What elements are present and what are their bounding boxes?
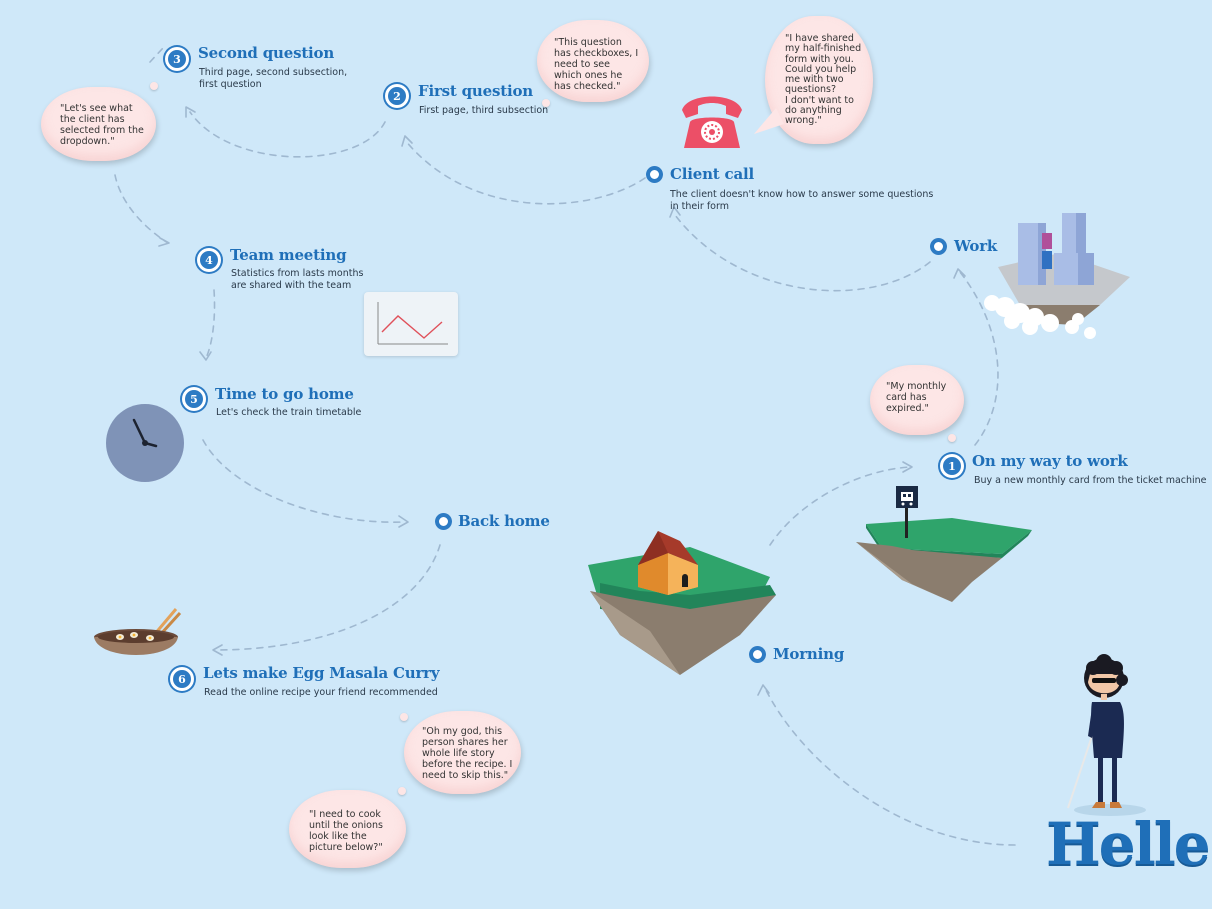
- step-badge-4: 4: [197, 248, 221, 272]
- bubble-line: whole life story: [422, 748, 495, 759]
- bubble-tail: [542, 99, 550, 107]
- bubble-tail: [948, 434, 956, 442]
- bubble-monthly-card: "My monthly card has expired.": [870, 365, 964, 435]
- bubble-line: need to see: [554, 59, 610, 70]
- bubble-checkboxes: "This question has checkboxes, I need to…: [537, 20, 649, 102]
- subtitle-line: Third page, second subsection,: [199, 67, 348, 78]
- telephone-icon: [682, 96, 742, 148]
- bubble-tail: [150, 82, 158, 90]
- subtitle-line: First page, third subsection: [419, 105, 549, 116]
- step-title-first-question: First question: [418, 82, 533, 100]
- bubble-line: selected from the: [60, 125, 144, 136]
- subtitle-line: in their form: [670, 201, 729, 212]
- bubble-line: look like the: [309, 831, 367, 842]
- bubble-line: picture below?": [309, 842, 383, 853]
- bubble-line: Could you help: [785, 63, 857, 75]
- clock-icon: [106, 404, 184, 482]
- step-title-on-my-way: On my way to work: [972, 452, 1128, 470]
- helle-logo: Helle: [1046, 810, 1211, 878]
- step-subtitle-on-my-way: Buy a new monthly card from the ticket m…: [974, 475, 1207, 486]
- step-subtitle-team-meeting: Statistics from lasts months are shared …: [231, 268, 363, 292]
- step-marker-morning: [749, 646, 766, 663]
- bubble-tail: [400, 713, 408, 721]
- step-subtitle-egg-curry: Read the online recipe your friend recom…: [204, 687, 438, 699]
- bubble-line: "I need to cook: [309, 809, 381, 820]
- step-badge-2: 2: [385, 84, 409, 108]
- step-marker-client-call: [646, 166, 663, 183]
- subtitle-line: Read the online recipe your friend recom…: [204, 687, 438, 698]
- bubble-line: has checked.": [554, 81, 621, 92]
- bubble-line: expired.": [886, 403, 929, 414]
- bubble-line: "Let's see what: [60, 103, 133, 114]
- office-island-icon: [984, 213, 1130, 339]
- subtitle-line: are shared with the team: [231, 280, 352, 291]
- bubble-line: "My monthly: [886, 381, 947, 392]
- step-subtitle-go-home: Let's check the train timetable: [216, 407, 361, 419]
- bubble-line: before the recipe. I: [422, 759, 513, 770]
- step-title-team-meeting: Team meeting: [230, 246, 347, 264]
- bubble-line: "I have shared: [785, 33, 854, 44]
- step-title-back-home: Back home: [458, 512, 550, 530]
- bubble-line: dropdown.": [60, 136, 115, 147]
- house-island-icon: [588, 531, 776, 675]
- step-badge-6: 6: [170, 667, 194, 691]
- bubble-line: form with you.: [785, 53, 854, 65]
- step-marker-work: [930, 238, 947, 255]
- train-sign-island: [856, 486, 1032, 602]
- bubble-line: person shares her: [422, 737, 508, 748]
- bubble-line: my half-finished: [785, 43, 862, 55]
- bubble-line: me with two: [785, 74, 844, 86]
- bubble-tail: [754, 108, 784, 134]
- bubble-line: questions?: [785, 84, 837, 96]
- subtitle-line: first question: [199, 79, 262, 90]
- step-title-morning: Morning: [773, 645, 845, 663]
- bubble-line: need to skip this.": [422, 770, 509, 781]
- helle-character: [1067, 654, 1146, 816]
- bubble-onions: "I need to cook until the onions look li…: [289, 790, 406, 868]
- step-badge-3: 3: [165, 47, 189, 71]
- bubble-tail: [398, 787, 406, 795]
- step-title-work: Work: [954, 237, 998, 255]
- step-title-second-question: Second question: [198, 44, 335, 62]
- subtitle-line: Let's check the train timetable: [216, 407, 362, 418]
- bubble-line: has checkboxes, I: [554, 48, 639, 59]
- bubble-line: "This question: [554, 37, 622, 48]
- line-chart-icon: [364, 292, 458, 356]
- curry-bowl-icon: [94, 608, 182, 655]
- bubble-line: which ones he: [554, 70, 623, 81]
- step-badge-5: 5: [182, 387, 206, 411]
- bubble-line: I don't want to: [785, 94, 854, 106]
- bubble-line: card has: [886, 392, 927, 403]
- bubble-line: wrong.": [785, 115, 822, 127]
- bubble-dropdown: "Let's see what the client has selected …: [41, 87, 156, 161]
- step-title-egg-curry: Lets make Egg Masala Curry: [203, 664, 440, 682]
- subtitle-line: Statistics from lasts months: [231, 268, 364, 279]
- bubble-line: "Oh my god, this: [422, 726, 503, 737]
- step-subtitle-second-question: Third page, second subsection, first que…: [199, 67, 347, 91]
- bubble-line: the client has: [60, 114, 125, 125]
- bubble-line: do anything: [785, 105, 842, 117]
- step-marker-back-home: [435, 513, 452, 530]
- step-title-go-home: Time to go home: [215, 385, 354, 403]
- bubble-recipe-story: "Oh my god, this person shares her whole…: [404, 711, 521, 794]
- step-subtitle-client-call: The client doesn't know how to answer so…: [670, 189, 933, 213]
- bubble-line: until the onions: [309, 820, 383, 831]
- step-subtitle-first-question: First page, third subsection: [419, 105, 548, 117]
- step-badge-1: 1: [940, 454, 964, 478]
- step-title-client-call: Client call: [670, 165, 754, 183]
- subtitle-line: The client doesn't know how to answer so…: [670, 189, 934, 200]
